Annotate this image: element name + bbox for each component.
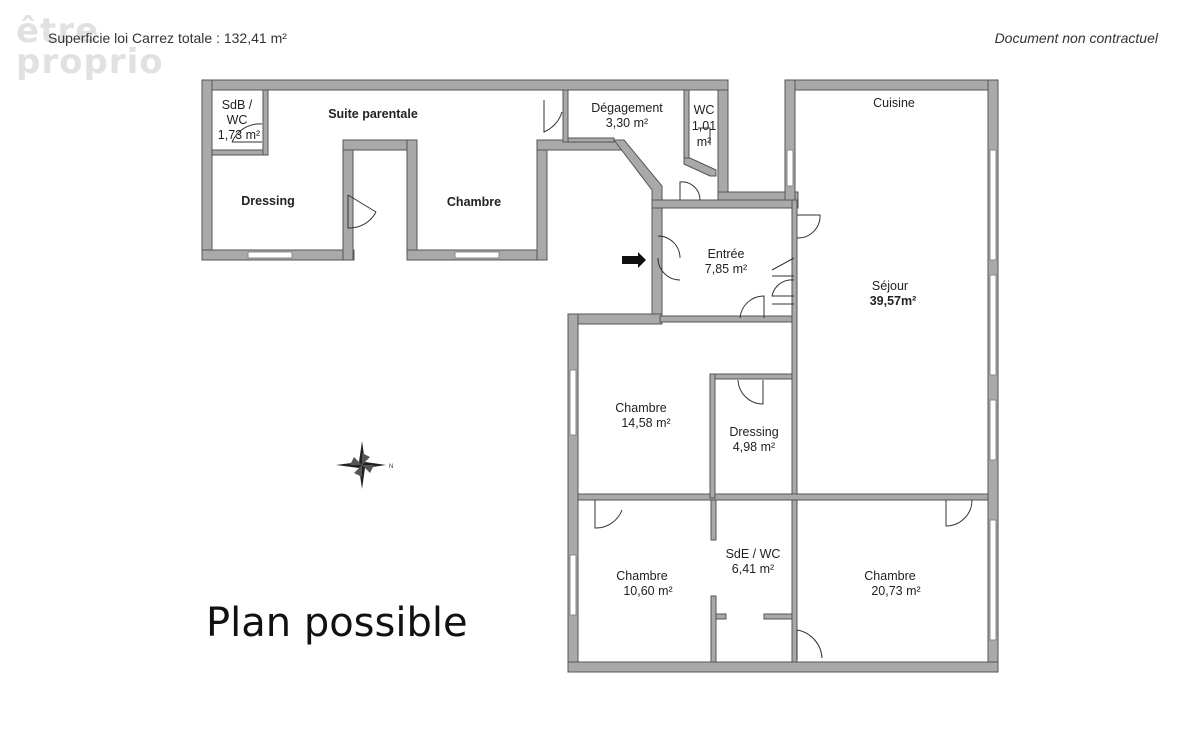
sejour-name: Séjour	[872, 279, 908, 293]
room-labels: SdB / WC 1,73 m² Suite parentale Dressin…	[218, 96, 921, 598]
wc-area-2: m²	[697, 135, 712, 149]
logo-line-1: être	[16, 11, 100, 51]
suite-parentale-name: Suite parentale	[328, 107, 418, 121]
doors	[231, 100, 973, 660]
windows	[247, 149, 997, 641]
chambre-2-name: Chambre	[616, 569, 667, 583]
wc-name: WC	[694, 103, 715, 117]
plan-possible-title: Plan possible	[206, 600, 468, 646]
compass-icon: N	[336, 441, 393, 489]
wc-area-1: 1,01	[692, 119, 716, 133]
sde-wc-name: SdE / WC	[726, 547, 781, 561]
compass-north-label: N	[389, 464, 393, 470]
cuisine-name: Cuisine	[873, 96, 915, 110]
dressing-suite-name: Dressing	[241, 194, 295, 208]
etre-proprio-logo: être proprio	[16, 11, 166, 88]
sdb-wc-area: 1,73 m²	[218, 128, 260, 142]
chambre-1-area: 14,58 m²	[621, 416, 670, 430]
degagement-area: 3,30 m²	[606, 116, 648, 130]
walls-main-block	[567, 79, 999, 673]
surface-total-text: Superficie loi Carrez totale : 132,41 m²	[48, 30, 287, 46]
degagement-name: Dégagement	[591, 101, 663, 115]
sdb-wc-name-1: SdB /	[222, 98, 253, 112]
chambre-3-area: 20,73 m²	[871, 584, 920, 598]
sde-wc-area: 6,41 m²	[732, 562, 774, 576]
entree-name: Entrée	[708, 247, 745, 261]
chambre-3-name: Chambre	[864, 569, 915, 583]
sdb-wc-name-2: WC	[227, 113, 248, 127]
chambre-1-name: Chambre	[615, 401, 666, 415]
logo-line-2: proprio	[16, 42, 164, 82]
dressing-2-name: Dressing	[729, 425, 778, 439]
chambre-suite-name: Chambre	[447, 195, 501, 209]
disclaimer-text: Document non contractuel	[994, 30, 1158, 46]
dressing-2-area: 4,98 m²	[733, 440, 775, 454]
entree-area: 7,85 m²	[705, 262, 747, 276]
chambre-2-area: 10,60 m²	[623, 584, 672, 598]
sejour-area: 39,57m²	[870, 294, 917, 308]
entry-arrow-icon	[622, 252, 646, 268]
